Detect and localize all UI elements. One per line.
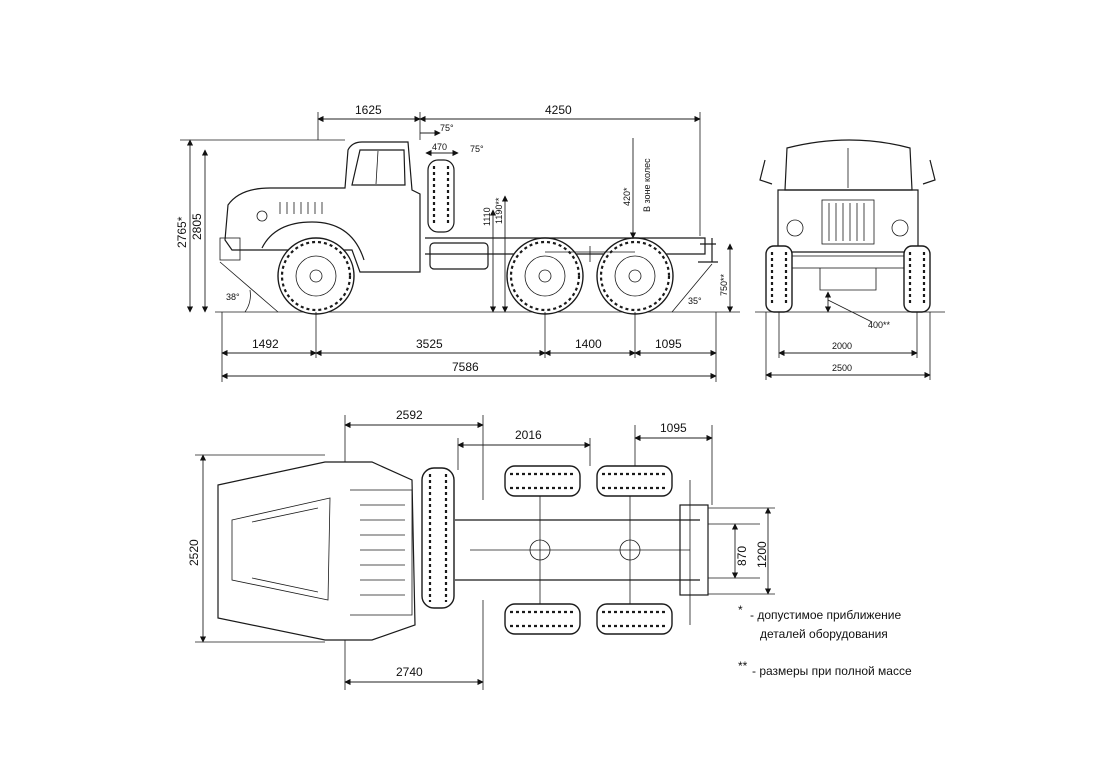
- angle-rear: 35°: [688, 296, 702, 306]
- note-1-text: - допустимое приближение: [750, 608, 901, 622]
- dim-3525: 3525: [416, 337, 443, 351]
- dim-750: 750**: [719, 273, 729, 296]
- note-2-mark: **: [738, 659, 748, 673]
- dim-1190: 1190**: [494, 197, 504, 224]
- dim-420: 420*: [622, 187, 632, 206]
- note-1-mark: *: [738, 603, 743, 617]
- legend-notes: * - допустимое приближение деталей обору…: [738, 603, 912, 678]
- top-view-dimensions: [195, 415, 775, 690]
- dim-cab-angle-2: 75°: [470, 144, 484, 154]
- dim-height-2765: 2765*: [175, 216, 189, 248]
- dim-1095: 1095: [655, 337, 682, 351]
- dim-1200: 1200: [755, 541, 769, 568]
- dim-width-2500: 2500: [832, 363, 852, 373]
- side-view-dimensions: [180, 112, 734, 382]
- dim-4250: 4250: [545, 103, 572, 117]
- dim-870: 870: [735, 546, 749, 566]
- angle-front: 38°: [226, 292, 240, 302]
- dim-1492: 1492: [252, 337, 279, 351]
- dim-wheel-zone-note: В зоне колес: [642, 158, 652, 212]
- dim-1095-top: 1095: [660, 421, 687, 435]
- front-view-dimensions: [765, 291, 931, 380]
- dim-2016: 2016: [515, 428, 542, 442]
- note-2-text: - размеры при полной массе: [752, 664, 912, 678]
- dim-2520: 2520: [187, 539, 201, 566]
- dim-2592: 2592: [396, 408, 423, 422]
- dim-1625: 1625: [355, 103, 382, 117]
- dim-1400: 1400: [575, 337, 602, 351]
- front-view: [755, 139, 945, 313]
- dim-height-2805: 2805: [190, 213, 204, 240]
- dim-cab-470: 470: [432, 142, 447, 152]
- dim-track-2000: 2000: [832, 341, 852, 351]
- dim-1110: 1110: [482, 207, 492, 226]
- note-1-text-line2: деталей оборудования: [760, 627, 888, 641]
- side-view: [215, 141, 740, 315]
- dim-clearance-400: 400**: [868, 320, 891, 330]
- top-view: [217, 461, 709, 641]
- dim-cab-angle-1: 75°: [440, 123, 454, 133]
- dim-2740: 2740: [396, 665, 423, 679]
- dim-7586: 7586: [452, 360, 479, 374]
